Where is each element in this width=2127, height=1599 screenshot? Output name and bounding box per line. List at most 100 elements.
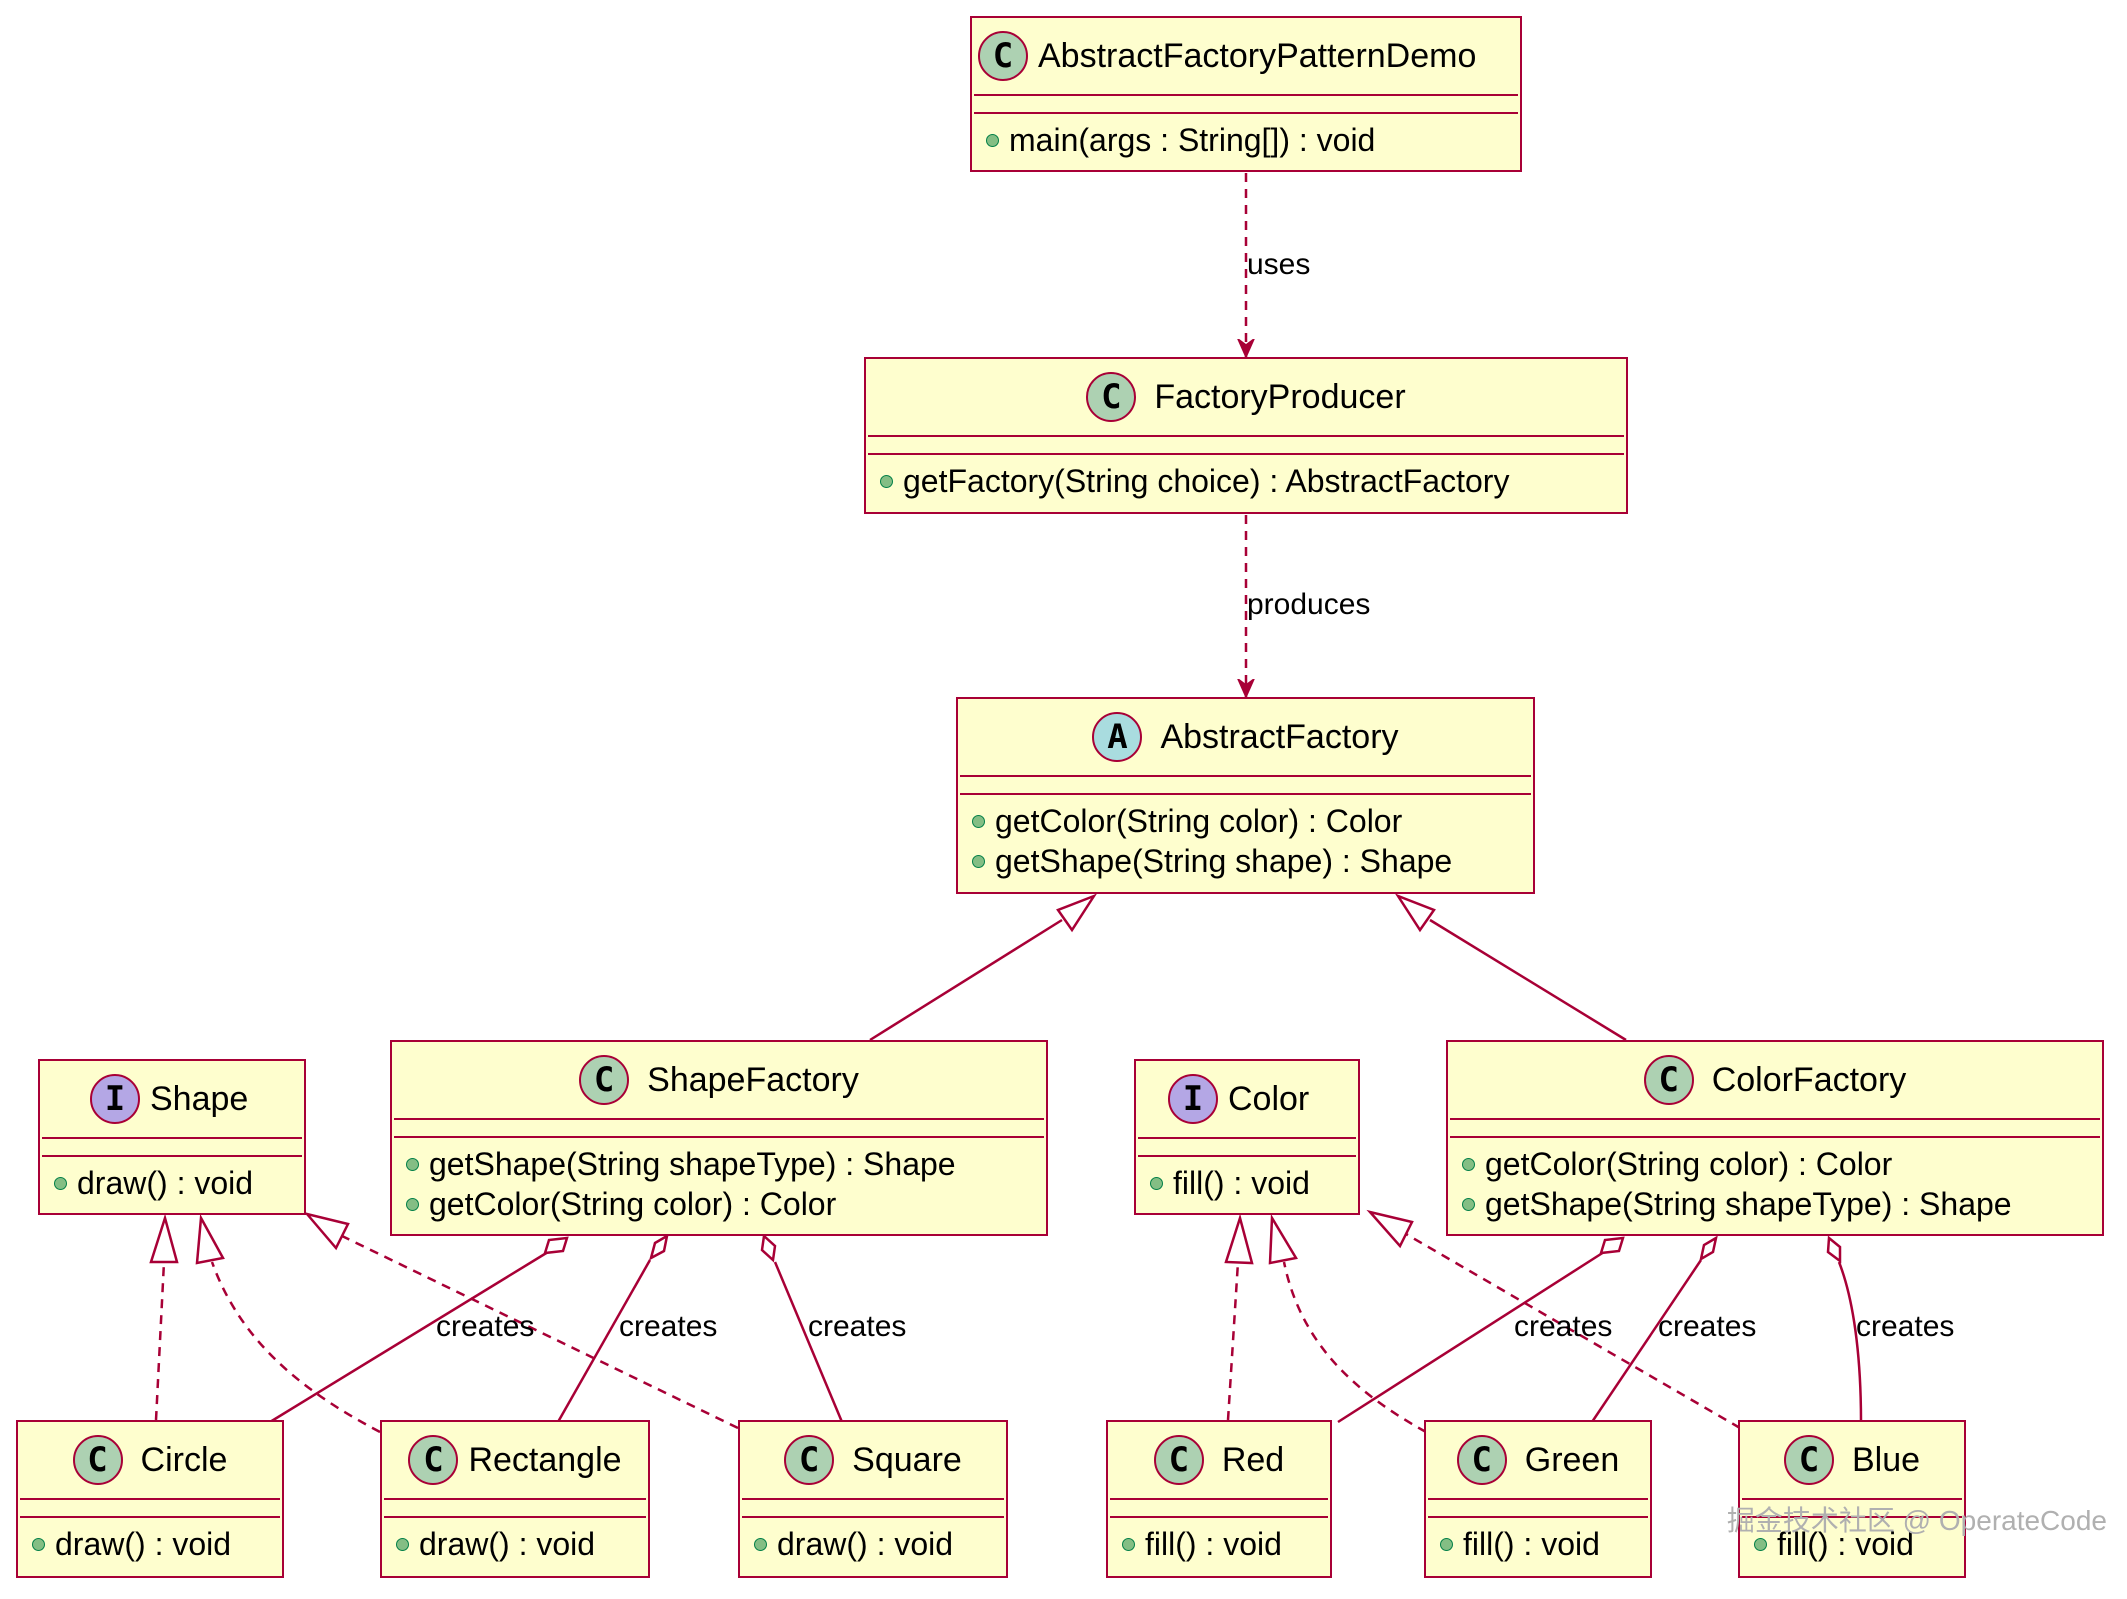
class-name: Shape (150, 1079, 249, 1118)
method-signature: draw() : void (55, 1526, 232, 1562)
creates-square-label: creates (808, 1310, 907, 1343)
class-c-icon: C (1086, 372, 1137, 422)
method-signature: main(args : String[]) : void (1009, 122, 1376, 158)
shapefactory-extends-edge (869, 893, 1098, 1042)
method-signature: getShape(String shapeType) : Shape (429, 1146, 956, 1182)
creates-red-label: creates (1514, 1310, 1613, 1343)
public-visibility-icon (406, 1157, 419, 1171)
class-c-icon: C (408, 1435, 459, 1485)
interface-i-icon: I (90, 1074, 140, 1124)
class-name: ShapeFactory (647, 1060, 859, 1099)
shapefactory-creates-square-edge (760, 1233, 844, 1423)
shapefactory-creates-rectangle-edge (556, 1233, 669, 1423)
class-c-icon: C (978, 31, 1028, 81)
class-name: Blue (1851, 1440, 1921, 1479)
method-row: fill() : void (1122, 1524, 1322, 1564)
method-signature: getShape(String shapeType) : Shape (1485, 1186, 2012, 1222)
circle-implements-shape-edge (149, 1213, 179, 1421)
shape-interface[interactable]: I Shape draw() : void (38, 1059, 306, 1215)
abstractfactorypatterndemo-class[interactable]: C AbstractFactoryPatternDemo main(args :… (970, 16, 1522, 172)
green-implements-color-edge (1268, 1213, 1427, 1434)
factoryproducer-class[interactable]: C FactoryProducer getFactory(String choi… (864, 357, 1628, 514)
square-class[interactable]: C Square draw() : void (738, 1420, 1008, 1578)
colorfactory-extends-edge (1394, 893, 1627, 1042)
public-visibility-icon (54, 1176, 67, 1190)
red-implements-color-edge (1224, 1213, 1254, 1421)
red-class[interactable]: C Red fill() : void (1106, 1420, 1332, 1578)
colorfactory-creates-blue-edge (1826, 1235, 1863, 1423)
rectangle-class[interactable]: C Rectangle draw() : void (380, 1420, 650, 1578)
class-c-icon: C (784, 1435, 835, 1485)
public-visibility-icon (1122, 1537, 1135, 1551)
class-c-icon: C (72, 1435, 123, 1485)
public-visibility-icon (1462, 1197, 1475, 1211)
abstract-a-icon: A (1092, 712, 1143, 762)
method-row: getColor(String color) : Color (1462, 1144, 2094, 1184)
class-c-icon: C (1456, 1435, 1507, 1485)
method-signature: getColor(String color) : Color (995, 803, 1403, 839)
method-signature: getColor(String color) : Color (429, 1186, 837, 1222)
method-row: fill() : void (1150, 1163, 1350, 1203)
method-row: getShape(String shapeType) : Shape (1462, 1184, 2094, 1224)
public-visibility-icon (880, 474, 893, 488)
public-visibility-icon (1440, 1537, 1453, 1551)
class-name: Color (1228, 1079, 1310, 1118)
blue-class[interactable]: C Blue fill() : void (1738, 1420, 1966, 1578)
interface-i-icon: I (1168, 1074, 1218, 1124)
class-name: Circle (140, 1440, 228, 1479)
method-signature: getColor(String color) : Color (1485, 1146, 1893, 1182)
public-visibility-icon (1754, 1537, 1767, 1551)
watermark: 掘金技术社区 @ OperateCode (1726, 1505, 2107, 1536)
class-c-icon: C (1643, 1055, 1694, 1105)
public-visibility-icon (396, 1537, 409, 1551)
blue-implements-color-edge (1366, 1209, 1741, 1430)
method-signature: draw() : void (77, 1165, 254, 1201)
method-signature: draw() : void (419, 1526, 596, 1562)
class-name: Red (1221, 1440, 1285, 1479)
colorfactory-class[interactable]: C ColorFactory getColor(String color) : … (1446, 1040, 2104, 1236)
method-signature: fill() : void (1777, 1526, 1914, 1562)
method-row: main(args : String[]) : void (986, 120, 1512, 160)
method-row: draw() : void (754, 1524, 998, 1564)
class-c-icon: C (1783, 1435, 1834, 1485)
method-row: getShape(String shape) : Shape (972, 841, 1525, 881)
color-interface[interactable]: I Color fill() : void (1134, 1059, 1360, 1215)
method-row: fill() : void (1440, 1524, 1642, 1564)
public-visibility-icon (32, 1537, 45, 1551)
square-implements-shape-edge (303, 1211, 739, 1430)
method-row: draw() : void (396, 1524, 640, 1564)
method-row: draw() : void (32, 1524, 274, 1564)
circle-class[interactable]: C Circle draw() : void (16, 1420, 284, 1578)
public-visibility-icon (1462, 1157, 1475, 1171)
public-visibility-icon (972, 854, 985, 868)
class-name: AbstractFactoryPatternDemo (1038, 36, 1477, 75)
public-visibility-icon (972, 814, 985, 828)
method-row: getFactory(String choice) : AbstractFact… (880, 461, 1618, 501)
public-visibility-icon (754, 1537, 767, 1551)
shapefactory-creates-circle-edge (269, 1236, 569, 1424)
shapefactory-class[interactable]: C ShapeFactory getShape(String shapeType… (390, 1040, 1048, 1236)
green-class[interactable]: C Green fill() : void (1424, 1420, 1652, 1578)
creates-circle-label: creates (436, 1310, 535, 1343)
method-row: getShape(String shapeType) : Shape (406, 1144, 1038, 1184)
class-name: ColorFactory (1711, 1060, 1907, 1099)
method-signature: fill() : void (1463, 1526, 1600, 1562)
method-signature: getFactory(String choice) : AbstractFact… (903, 463, 1510, 499)
class-name: Rectangle (468, 1440, 622, 1479)
method-signature: fill() : void (1173, 1165, 1310, 1201)
class-name: Square (852, 1440, 962, 1479)
uses-label: uses (1247, 248, 1311, 281)
class-name: AbstractFactory (1160, 717, 1399, 756)
class-name: Green (1524, 1440, 1620, 1479)
creates-blue-label: creates (1856, 1310, 1955, 1343)
abstractfactory-class[interactable]: A AbstractFactory getColor(String color)… (956, 697, 1535, 894)
method-row: fill() : void (1754, 1524, 1956, 1564)
class-name: FactoryProducer (1154, 377, 1406, 416)
public-visibility-icon (986, 133, 999, 147)
method-signature: getShape(String shape) : Shape (995, 843, 1453, 879)
creates-rectangle-label: creates (619, 1310, 718, 1343)
class-c-icon: C (579, 1055, 630, 1105)
public-visibility-icon (406, 1197, 419, 1211)
method-signature: fill() : void (1145, 1526, 1282, 1562)
